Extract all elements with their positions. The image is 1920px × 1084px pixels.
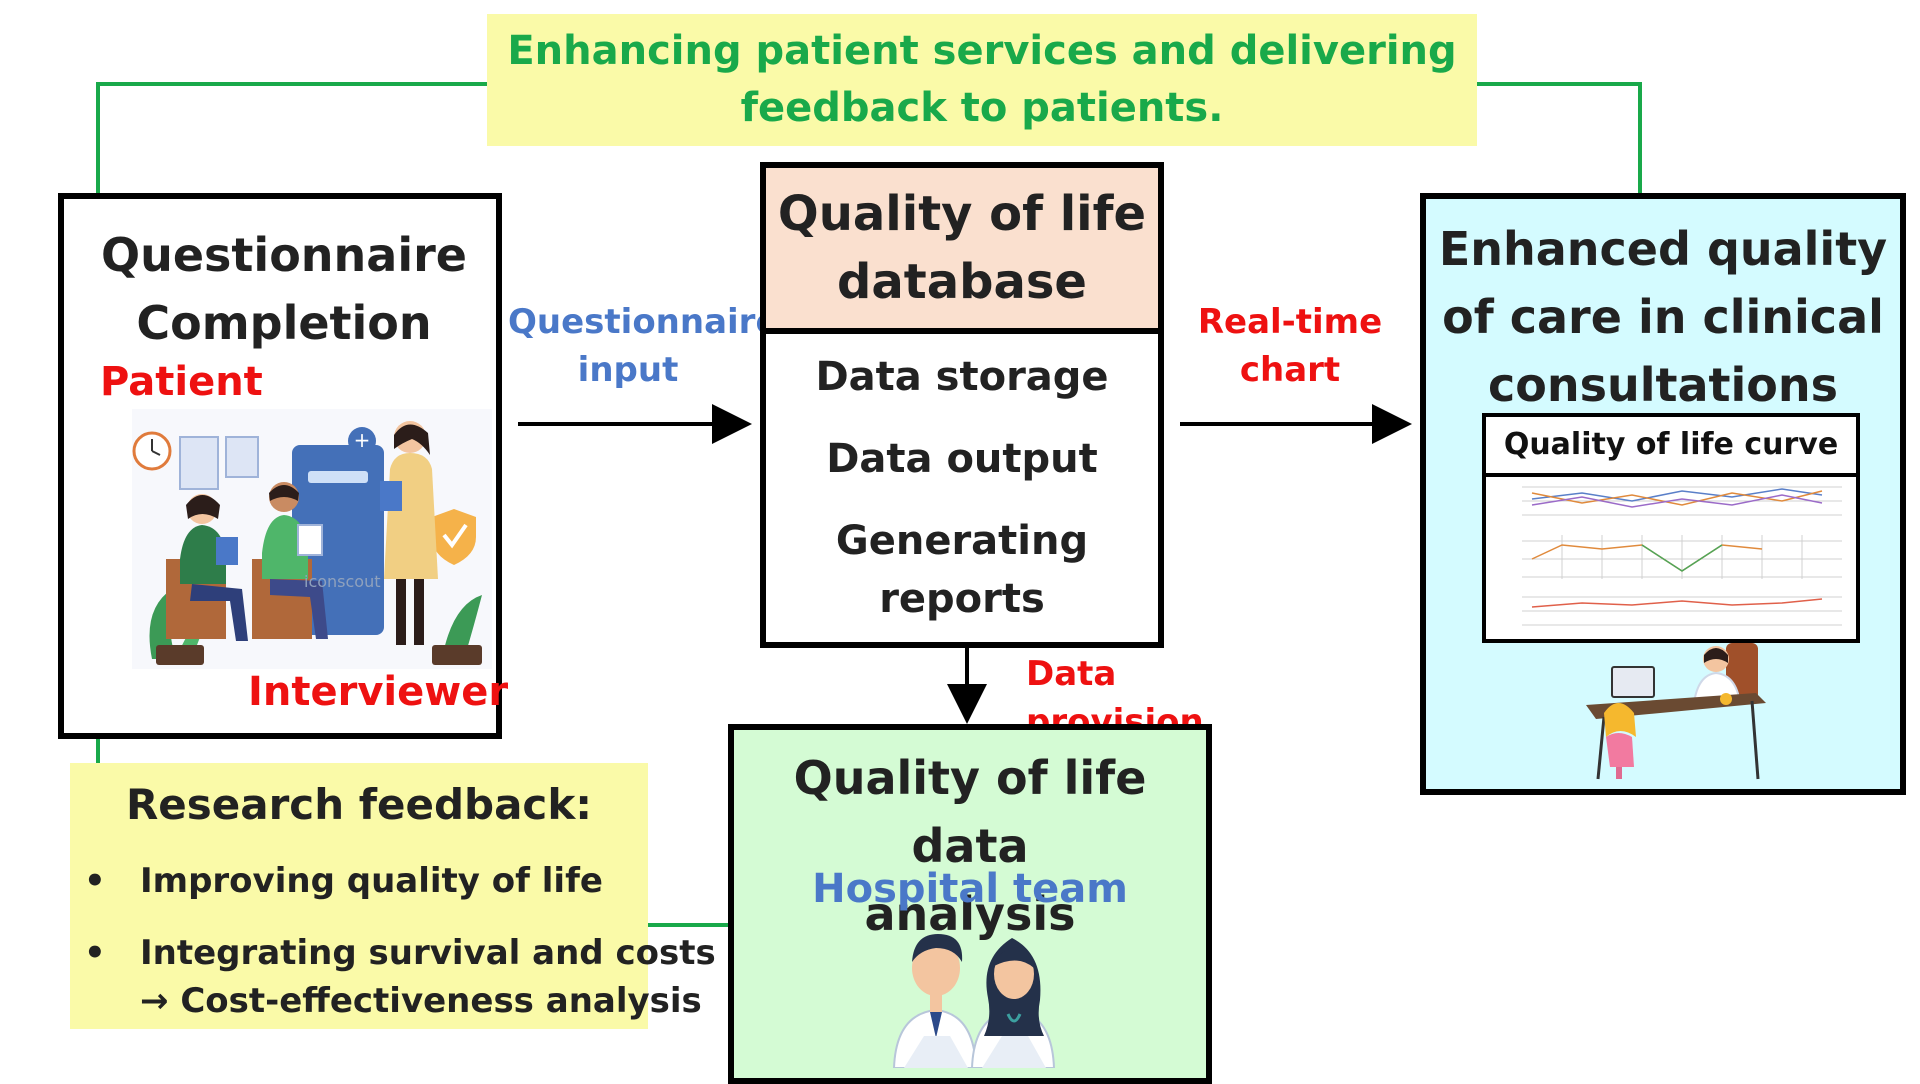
research-item-quality: Improving quality of life (140, 861, 603, 901)
svg-text:+: + (354, 428, 371, 452)
database-box: Quality of life database Data storage Da… (760, 162, 1164, 648)
bullet-icon: • (84, 861, 106, 901)
database-title-line-2: database (837, 254, 1087, 310)
analysis-box: Quality of life data analysis Hospital t… (728, 724, 1212, 1084)
research-feedback-title: Research feedback: (125, 780, 593, 829)
questionnaire-box: Questionnaire Completion Patient + (58, 193, 508, 739)
consultation-illustration (1586, 643, 1766, 780)
male-doctor-icon (892, 934, 978, 1068)
analysis-title-line-2: analysis (864, 887, 1076, 941)
qol-curve-panel: Quality of life curve (1482, 413, 1860, 643)
female-doctor-icon (970, 938, 1056, 1068)
research-item-survival-line-1: Integrating survival and costs (140, 933, 716, 973)
clock-icon (132, 431, 172, 471)
hospital-team-label: Hospital team (812, 866, 1128, 912)
database-title: Quality of life database (766, 168, 1158, 334)
research-item-survival-line-2: → Cost-effectiveness analysis (140, 981, 702, 1021)
analysis-title: Quality of life data analysis (734, 744, 1206, 948)
enhanced-care-box: Enhanced quality of care in clinical con… (1420, 193, 1906, 795)
qol-mini-charts (1522, 486, 1842, 626)
feedback-loop-right (1477, 82, 1642, 193)
questionnaire-input-label: Questionnaire input (508, 298, 779, 394)
db-item-output: Data output (826, 436, 1098, 482)
questionnaire-title-line-2: Completion (136, 296, 432, 350)
interview-illustration: + iconscout (132, 409, 492, 669)
enhanced-title-line-2: of care in clinical (1442, 290, 1884, 344)
database-title-line-1: Quality of life (777, 186, 1147, 242)
interviewer-label: Interviewer (248, 669, 509, 715)
realtime-chart-label: Real-time chart (1190, 298, 1390, 394)
banner-line-1: Enhancing patient services and deliverin… (507, 28, 1457, 74)
enhanced-title-line-3: consultations (1487, 358, 1839, 412)
patient-label: Patient (100, 359, 263, 405)
db-item-reports-line-2: reports (879, 576, 1045, 622)
questionnaire-title-line-1: Questionnaire (101, 228, 467, 282)
qol-curve-title: Quality of life curve (1486, 417, 1856, 477)
realtime-line-1: Real-time (1197, 302, 1383, 342)
shield-icon (432, 509, 476, 565)
realtime-line-2: chart (1239, 350, 1341, 390)
analysis-title-line-1: Quality of life data (793, 751, 1147, 873)
watermark-text: iconscout (304, 572, 381, 591)
feedback-banner: Enhancing patient services and deliverin… (487, 14, 1477, 146)
research-feedback-box: Research feedback: • Improving quality o… (70, 763, 716, 1029)
enhanced-title-line-1: Enhanced quality (1438, 222, 1888, 276)
questionnaire-input-line-1: Questionnaire (508, 302, 779, 342)
enhanced-care-title: Enhanced quality of care in clinical con… (1426, 215, 1900, 419)
banner-line-2: feedback to patients. (740, 85, 1224, 131)
questionnaire-input-line-2: input (577, 350, 679, 390)
hospital-team-illustration (892, 934, 1056, 1068)
bullet-icon: • (84, 933, 106, 973)
db-item-storage: Data storage (815, 354, 1109, 400)
questionnaire-title: Questionnaire Completion (64, 221, 504, 357)
db-item-reports-line-1: Generating (835, 518, 1089, 564)
